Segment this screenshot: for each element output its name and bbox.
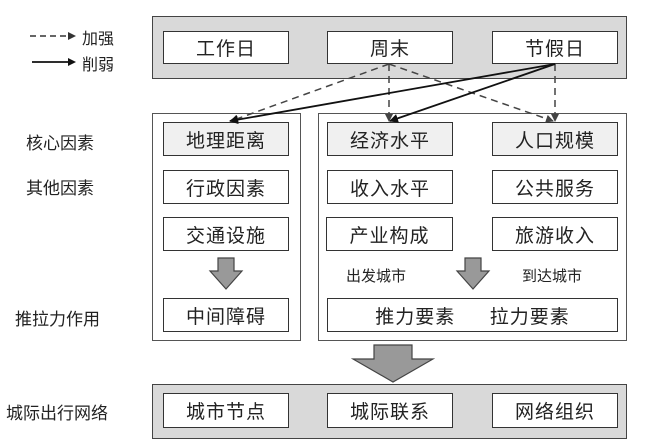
push-factors-label: 推力要素 [375,305,456,328]
row-label-intercity-network: 城际出行网络 [6,404,108,424]
down-arrow-right-icon [455,257,491,290]
push-pull-factors-box: 推力要素 拉力要素 [327,298,618,332]
network-box-city-nodes: 城市节点 [163,393,289,428]
network-box-organization: 网络组织 [492,393,618,428]
legend-dashed-arrow-icon [30,32,76,40]
row-label-other-factors: 其他因素 [26,179,94,199]
legend-label-weaken: 削弱 [82,55,115,74]
intervening-obstacles-box: 中间障碍 [163,298,289,332]
origin-city-label: 出发城市 [346,267,407,285]
factor-income-level: 收入水平 [327,170,453,204]
row-label-push-pull: 推拉力作用 [15,310,100,330]
time-box-weekend: 周末 [327,31,453,64]
legend-label-strengthen: 加强 [82,29,115,48]
factor-geographic-distance: 地理距离 [163,122,289,156]
down-arrow-left-icon [208,257,244,290]
factor-public-services: 公共服务 [492,170,618,204]
destination-city-label: 到达城市 [522,267,583,285]
pull-factors-label: 拉力要素 [489,305,570,328]
time-box-holiday: 节假日 [492,31,618,64]
factor-administrative: 行政因素 [163,170,289,204]
legend-solid-arrow-icon [32,58,76,66]
time-box-workday: 工作日 [163,31,289,64]
factor-transport-facilities: 交通设施 [163,217,289,251]
factor-industrial-structure: 产业构成 [326,217,453,251]
factor-tourism-income: 旅游收入 [492,217,618,251]
factor-population-size: 人口规模 [492,122,618,156]
factor-economic-level: 经济水平 [327,122,453,156]
row-label-core-factors: 核心因素 [26,134,94,154]
network-box-intercity-links: 城际联系 [327,393,453,428]
down-arrow-main-icon [351,344,435,383]
